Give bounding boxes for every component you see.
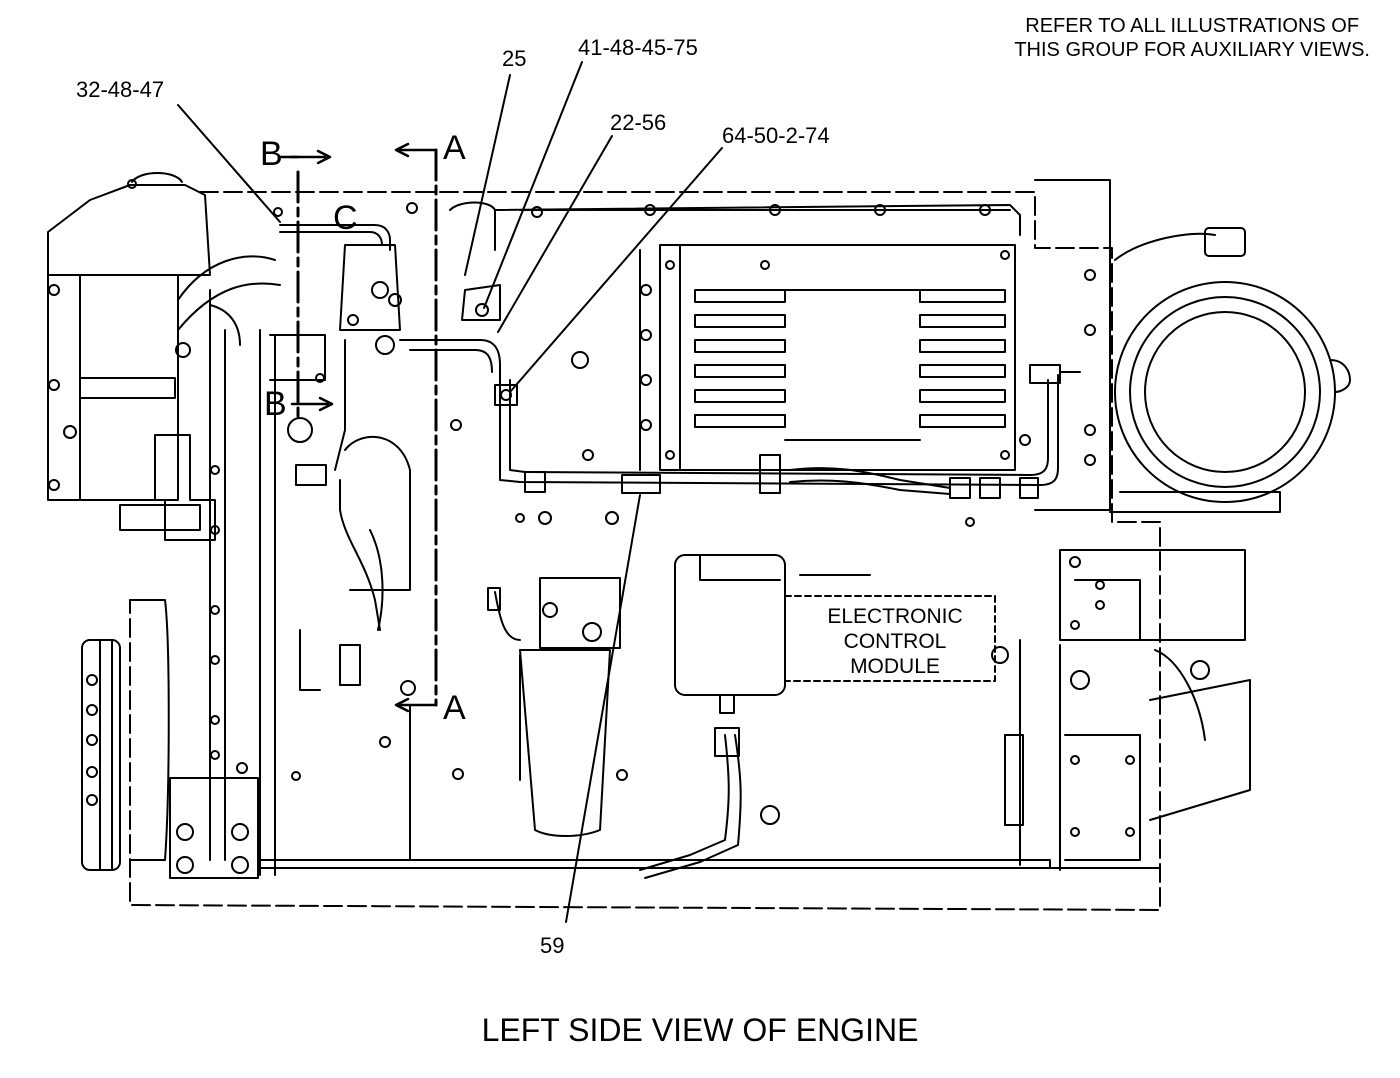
turbocharger [1034,179,1351,513]
diagram-title: LEFT SIDE VIEW OF ENGINE [481,1012,919,1048]
ecm-housing [639,554,996,879]
oil-pan [257,639,1161,869]
aftercooler [639,244,1031,471]
section-marker-b-top: B [260,135,283,173]
callout-64-50-2-74: 64-50-2-74 [722,123,830,148]
coolant-pipe [119,255,281,541]
crank-pulley [81,599,259,879]
callout-41-48-45-75: 41-48-45-75 [578,35,698,60]
gear-housing [209,289,276,876]
section-arrows [278,142,438,713]
rear-bracket [1004,549,1251,871]
callout-59: 59 [540,933,565,958]
engine-block-outline [129,191,1161,911]
reference-note-line-2: THIS GROUP FOR AUXILIARY VIEWS. [1014,39,1370,61]
leader-lines [177,61,723,923]
fuel-line [494,364,1081,499]
misc-bolts [236,351,1009,825]
front-cover [47,172,211,501]
reference-note-line-1: REFER TO ALL ILLUSTRATIONS OF [1025,15,1360,37]
callout-22-56: 22-56 [610,110,667,135]
reference-note: REFER TO ALL ILLUSTRATIONS OF THIS GROUP… [1014,14,1370,62]
ecm-label: ELECTRONIC CONTROL MODULE [810,604,980,679]
valve-block [269,224,501,691]
ecm-label-line-2: CONTROL [843,630,947,653]
valve-cover [273,201,1021,251]
section-marker-a-top: A [443,129,466,167]
callout-32-48-47: 32-48-47 [76,77,165,102]
callout-25: 25 [502,46,527,71]
section-marker-b-bottom: B [264,385,287,423]
ecm-label-line-3: MODULE [850,655,940,678]
fuel-filter [487,577,621,837]
ecm-label-line-1: ELECTRONIC [827,605,963,628]
section-marker-a-bottom: A [443,689,466,727]
view-marker-c: C [333,199,358,237]
